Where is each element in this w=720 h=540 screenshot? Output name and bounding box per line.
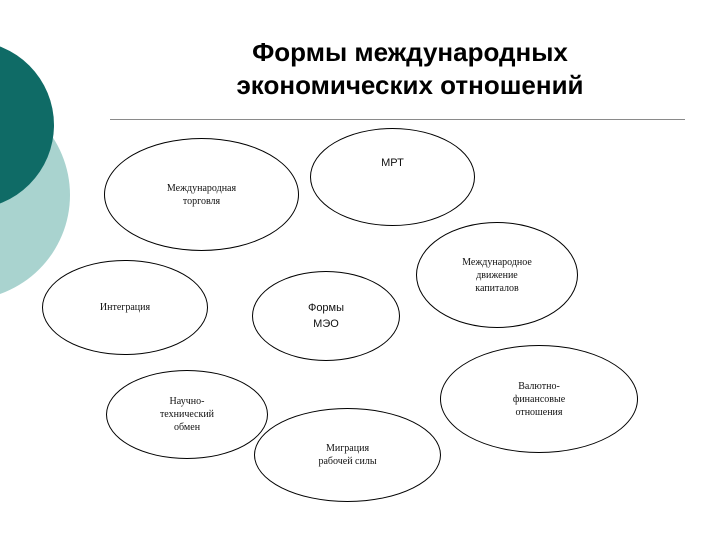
node-international-trade: Международная торговля — [104, 138, 299, 251]
node-currency-finance: Валютно- финансовые отношения — [440, 345, 638, 453]
title-line-2: экономических отношений — [236, 70, 584, 100]
node-international-trade-label: Международная торговля — [166, 182, 237, 207]
node-forms-meo: Формы МЭО — [252, 271, 400, 361]
node-integration-label: Интеграция — [99, 302, 151, 313]
dark-teal-circle — [0, 46, 54, 204]
node-capital-movement-label: Международное движение капиталов — [462, 256, 532, 294]
node-currency-finance-label: Валютно- финансовые отношения — [512, 380, 566, 418]
node-labor-migration: Миграция рабочей силы — [254, 408, 441, 502]
page-title: Формы международных экономических отноше… — [160, 36, 660, 102]
title-line-1: Формы международных — [252, 37, 568, 67]
node-science-exchange-label: Научно- технический обмен — [159, 396, 215, 433]
node-integration: Интеграция — [42, 260, 208, 355]
title-divider — [110, 119, 685, 120]
node-mrt: МРТ — [310, 128, 475, 226]
node-labor-migration-label: Миграция рабочей силы — [318, 443, 377, 467]
node-science-exchange: Научно- технический обмен — [106, 370, 268, 459]
node-mrt-label: МРТ — [381, 157, 404, 169]
node-forms-meo-label: Формы МЭО — [307, 302, 345, 330]
node-capital-movement: Международное движение капиталов — [416, 222, 578, 328]
